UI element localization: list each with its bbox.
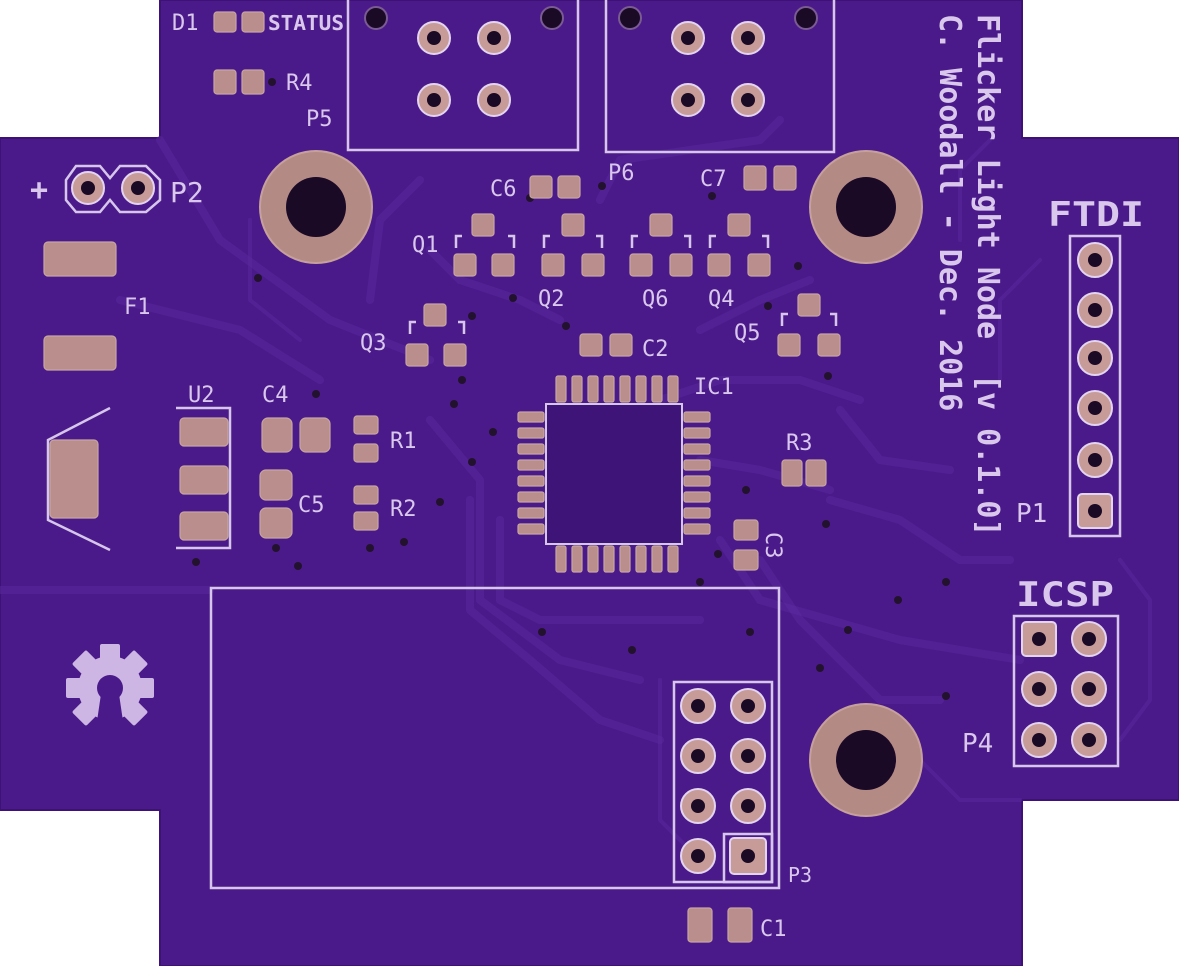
label-p6: P6 [608,161,635,186]
ic1-pin [667,545,679,573]
label-p1: P1 [1016,499,1047,529]
board-title-block: Flicker Light Node C. Woodall - Dec. 201… [932,14,1005,537]
ic1-pin [517,443,545,455]
label-d1: D1 [172,11,199,36]
label-c5: C5 [298,493,325,518]
ic1-pin [587,545,599,573]
ic1-pin [517,491,545,503]
ic1-pin [517,411,545,423]
ic1-pin [683,491,711,503]
label-plus: + [30,173,48,208]
copper-traces [0,116,1152,862]
label-q5: Q5 [734,321,761,346]
label-f1: F1 [124,295,151,320]
label-r1: R1 [390,429,417,454]
ic1-pin [651,545,663,573]
ic1-pin [683,443,711,455]
ic1-pin [517,507,545,519]
label-ic1: IC1 [694,375,734,400]
ic1-pin [683,427,711,439]
ic1-pin [651,375,663,403]
label-p5: P5 [306,107,333,132]
label-c1: C1 [760,917,787,942]
ic1-pin [667,375,679,403]
label-p3: P3 [788,863,812,887]
board-version: [v 0.1.0] [970,374,1005,537]
label-q3: Q3 [360,331,387,356]
ic1-pin [517,475,545,487]
label-u2: U2 [188,383,215,408]
label-r3: R3 [786,431,813,456]
ic1-pin [571,545,583,573]
label-status: STATUS [268,11,344,35]
through-hole-pads [71,6,1113,875]
mounting-holes [259,150,923,817]
ic1-pin [587,375,599,403]
ic1-pin [619,375,631,403]
label-q2: Q2 [538,287,565,312]
label-c6: C6 [490,177,517,202]
smd-pads [43,11,841,943]
ic1-pin [683,507,711,519]
label-r2: R2 [390,497,417,522]
ic1-pin [619,545,631,573]
ic1-chip [517,375,711,573]
ic1-pin [603,545,615,573]
board-title-line-2: C. Woodall - Dec. 2016 [932,14,967,411]
label-ftdi: FTDI [1048,195,1144,235]
ic1-pin [517,427,545,439]
ic1-pin [683,459,711,471]
ic1-pin [517,523,545,535]
ic1-pin [555,545,567,573]
label-q6: Q6 [642,287,669,312]
ic1-pin [683,411,711,423]
ic1-pin [603,375,615,403]
board-title-line-1: Flicker Light Node [970,14,1005,339]
label-r4: R4 [286,71,313,96]
ic1-pin [683,475,711,487]
label-c4: C4 [262,383,289,408]
ic1-pin [517,459,545,471]
ic1-pin [635,375,647,403]
label-q4: Q4 [708,287,735,312]
open-hardware-gear-icon [66,644,154,728]
silkscreen-labels: D1 STATUS R4 P5 P6 + P2 C6 C7 FTDI Q1 Q2… [30,11,1144,942]
label-icsp: ICSP [1016,575,1114,615]
ic1-pin [555,375,567,403]
label-p4: P4 [962,729,993,759]
label-p2: P2 [170,176,204,209]
label-q1: Q1 [412,233,439,258]
silkscreen-outlines [46,0,1122,890]
label-c7: C7 [700,167,727,192]
ic1-pin [571,375,583,403]
ic1-pin [683,523,711,535]
label-c3: C3 [760,532,785,559]
label-c2: C2 [642,337,669,362]
ic1-pin [635,545,647,573]
